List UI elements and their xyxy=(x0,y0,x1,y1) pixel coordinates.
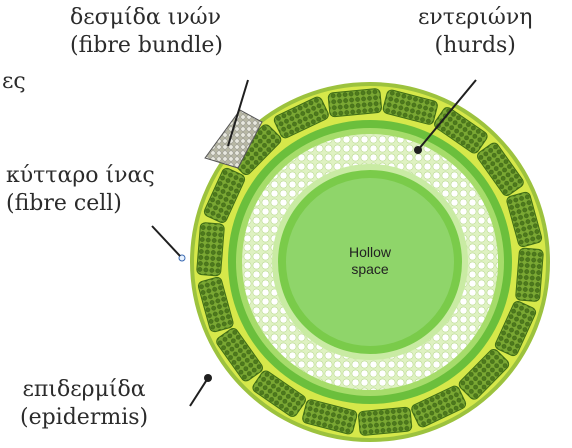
hollow-space-label: Hollow space xyxy=(310,244,430,278)
epidermis-leader xyxy=(190,378,208,406)
fibre-cell-english: (fibre cell) xyxy=(6,190,155,218)
hollow-space-line1: Hollow xyxy=(310,244,430,261)
epidermis-greek: επιδερμίδα xyxy=(20,376,148,404)
hurds-english: (hurds) xyxy=(418,32,532,60)
fibre-bundle-label: δεσμίδα ινών (fibre bundle) xyxy=(70,4,223,60)
fibre-cell-label: κύτταρο ίνας (fibre cell) xyxy=(6,162,155,218)
hurds-label: εντεριώνη (hurds) xyxy=(418,4,532,60)
fibre-bundle xyxy=(358,407,412,436)
fibre-bundle-english: (fibre bundle) xyxy=(70,32,223,60)
hurds-leader-dot xyxy=(414,146,422,154)
fibre-cell-greek: κύτταρο ίνας xyxy=(6,162,155,190)
fibre-bundle xyxy=(328,88,382,117)
epidermis-leader-dot xyxy=(204,374,212,382)
epidermis-english: (epidermis) xyxy=(20,404,148,432)
fibre-bundle-greek: δεσμίδα ινών xyxy=(70,4,223,32)
fibre-cell-leader xyxy=(152,226,180,256)
hurds-greek: εντεριώνη xyxy=(418,4,532,32)
fibre-bundle xyxy=(196,222,224,276)
hollow-space-line2: space xyxy=(310,261,430,278)
partial-text: ες xyxy=(2,68,26,96)
fibre-bundle xyxy=(515,248,543,302)
epidermis-label: επιδερμίδα (epidermis) xyxy=(20,376,148,432)
